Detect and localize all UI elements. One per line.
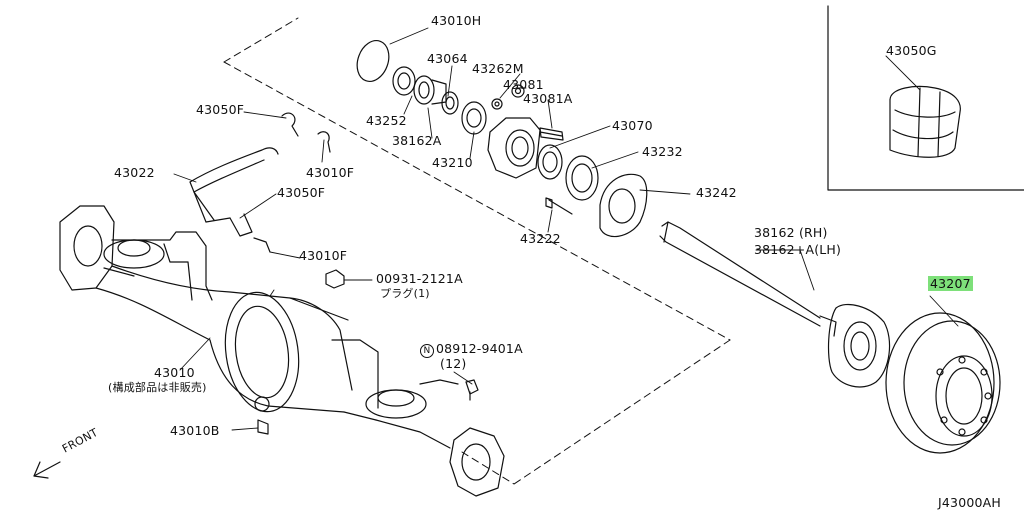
axle-shaft-38162 [659, 221, 891, 388]
axle-housing [59, 205, 505, 497]
plug-00931 [325, 269, 345, 289]
label-08912-qty: (12) [440, 356, 467, 371]
label-43064[interactable]: 43064 [427, 51, 468, 66]
label-43262m[interactable]: 43262M [472, 61, 524, 76]
label-43222[interactable]: 43222 [520, 231, 561, 246]
label-43050g[interactable]: 43050G [886, 43, 937, 58]
label-38162a-lh[interactable]: 38162+A(LH) [754, 242, 842, 257]
n-mark-icon: N [420, 344, 434, 358]
label-43050f-top[interactable]: 43050F [196, 102, 245, 117]
leader-lines [173, 27, 959, 431]
label-43207-highlight: 43207 [928, 276, 973, 291]
dashed-outline [223, 17, 731, 485]
label-43010f-top[interactable]: 43010F [306, 165, 355, 180]
inset-frame [827, 5, 1024, 191]
label-43070[interactable]: 43070 [612, 118, 653, 133]
label-not-sold-note: (構成部品は非販売) [108, 381, 207, 394]
hub-components [392, 66, 648, 238]
inset-bushing-43050g [889, 85, 961, 158]
label-43252[interactable]: 43252 [366, 113, 407, 128]
label-08912-text: 08912-9401A [436, 341, 523, 356]
label-43010[interactable]: 43010 [154, 365, 195, 380]
diagram-id: J43000AH [938, 495, 1002, 510]
breather-hose [189, 112, 331, 253]
label-43207[interactable]: 43207 [928, 276, 973, 291]
bolt-08912 [465, 379, 479, 401]
label-43081[interactable]: 43081 [503, 77, 544, 92]
label-38162-rh[interactable]: 38162 (RH) [754, 225, 828, 240]
label-43242[interactable]: 43242 [696, 185, 737, 200]
label-43050f-mid[interactable]: 43050F [277, 185, 326, 200]
label-43022[interactable]: 43022 [114, 165, 155, 180]
label-43010b[interactable]: 43010B [170, 423, 220, 438]
label-43210[interactable]: 43210 [432, 155, 473, 170]
label-plug-qty: プラグ(1) [380, 287, 430, 300]
brake-drum-43207 [885, 312, 1001, 454]
label-00931-2121a[interactable]: 00931-2121A [376, 271, 463, 286]
label-43010h[interactable]: 43010H [431, 13, 482, 28]
label-43010f-mid[interactable]: 43010F [299, 248, 348, 263]
front-arrow [33, 461, 61, 479]
label-43232[interactable]: 43232 [642, 144, 683, 159]
label-43081a[interactable]: 43081A [523, 91, 573, 106]
o-ring-43010h [356, 40, 390, 82]
label-38162a[interactable]: 38162A [392, 133, 442, 148]
